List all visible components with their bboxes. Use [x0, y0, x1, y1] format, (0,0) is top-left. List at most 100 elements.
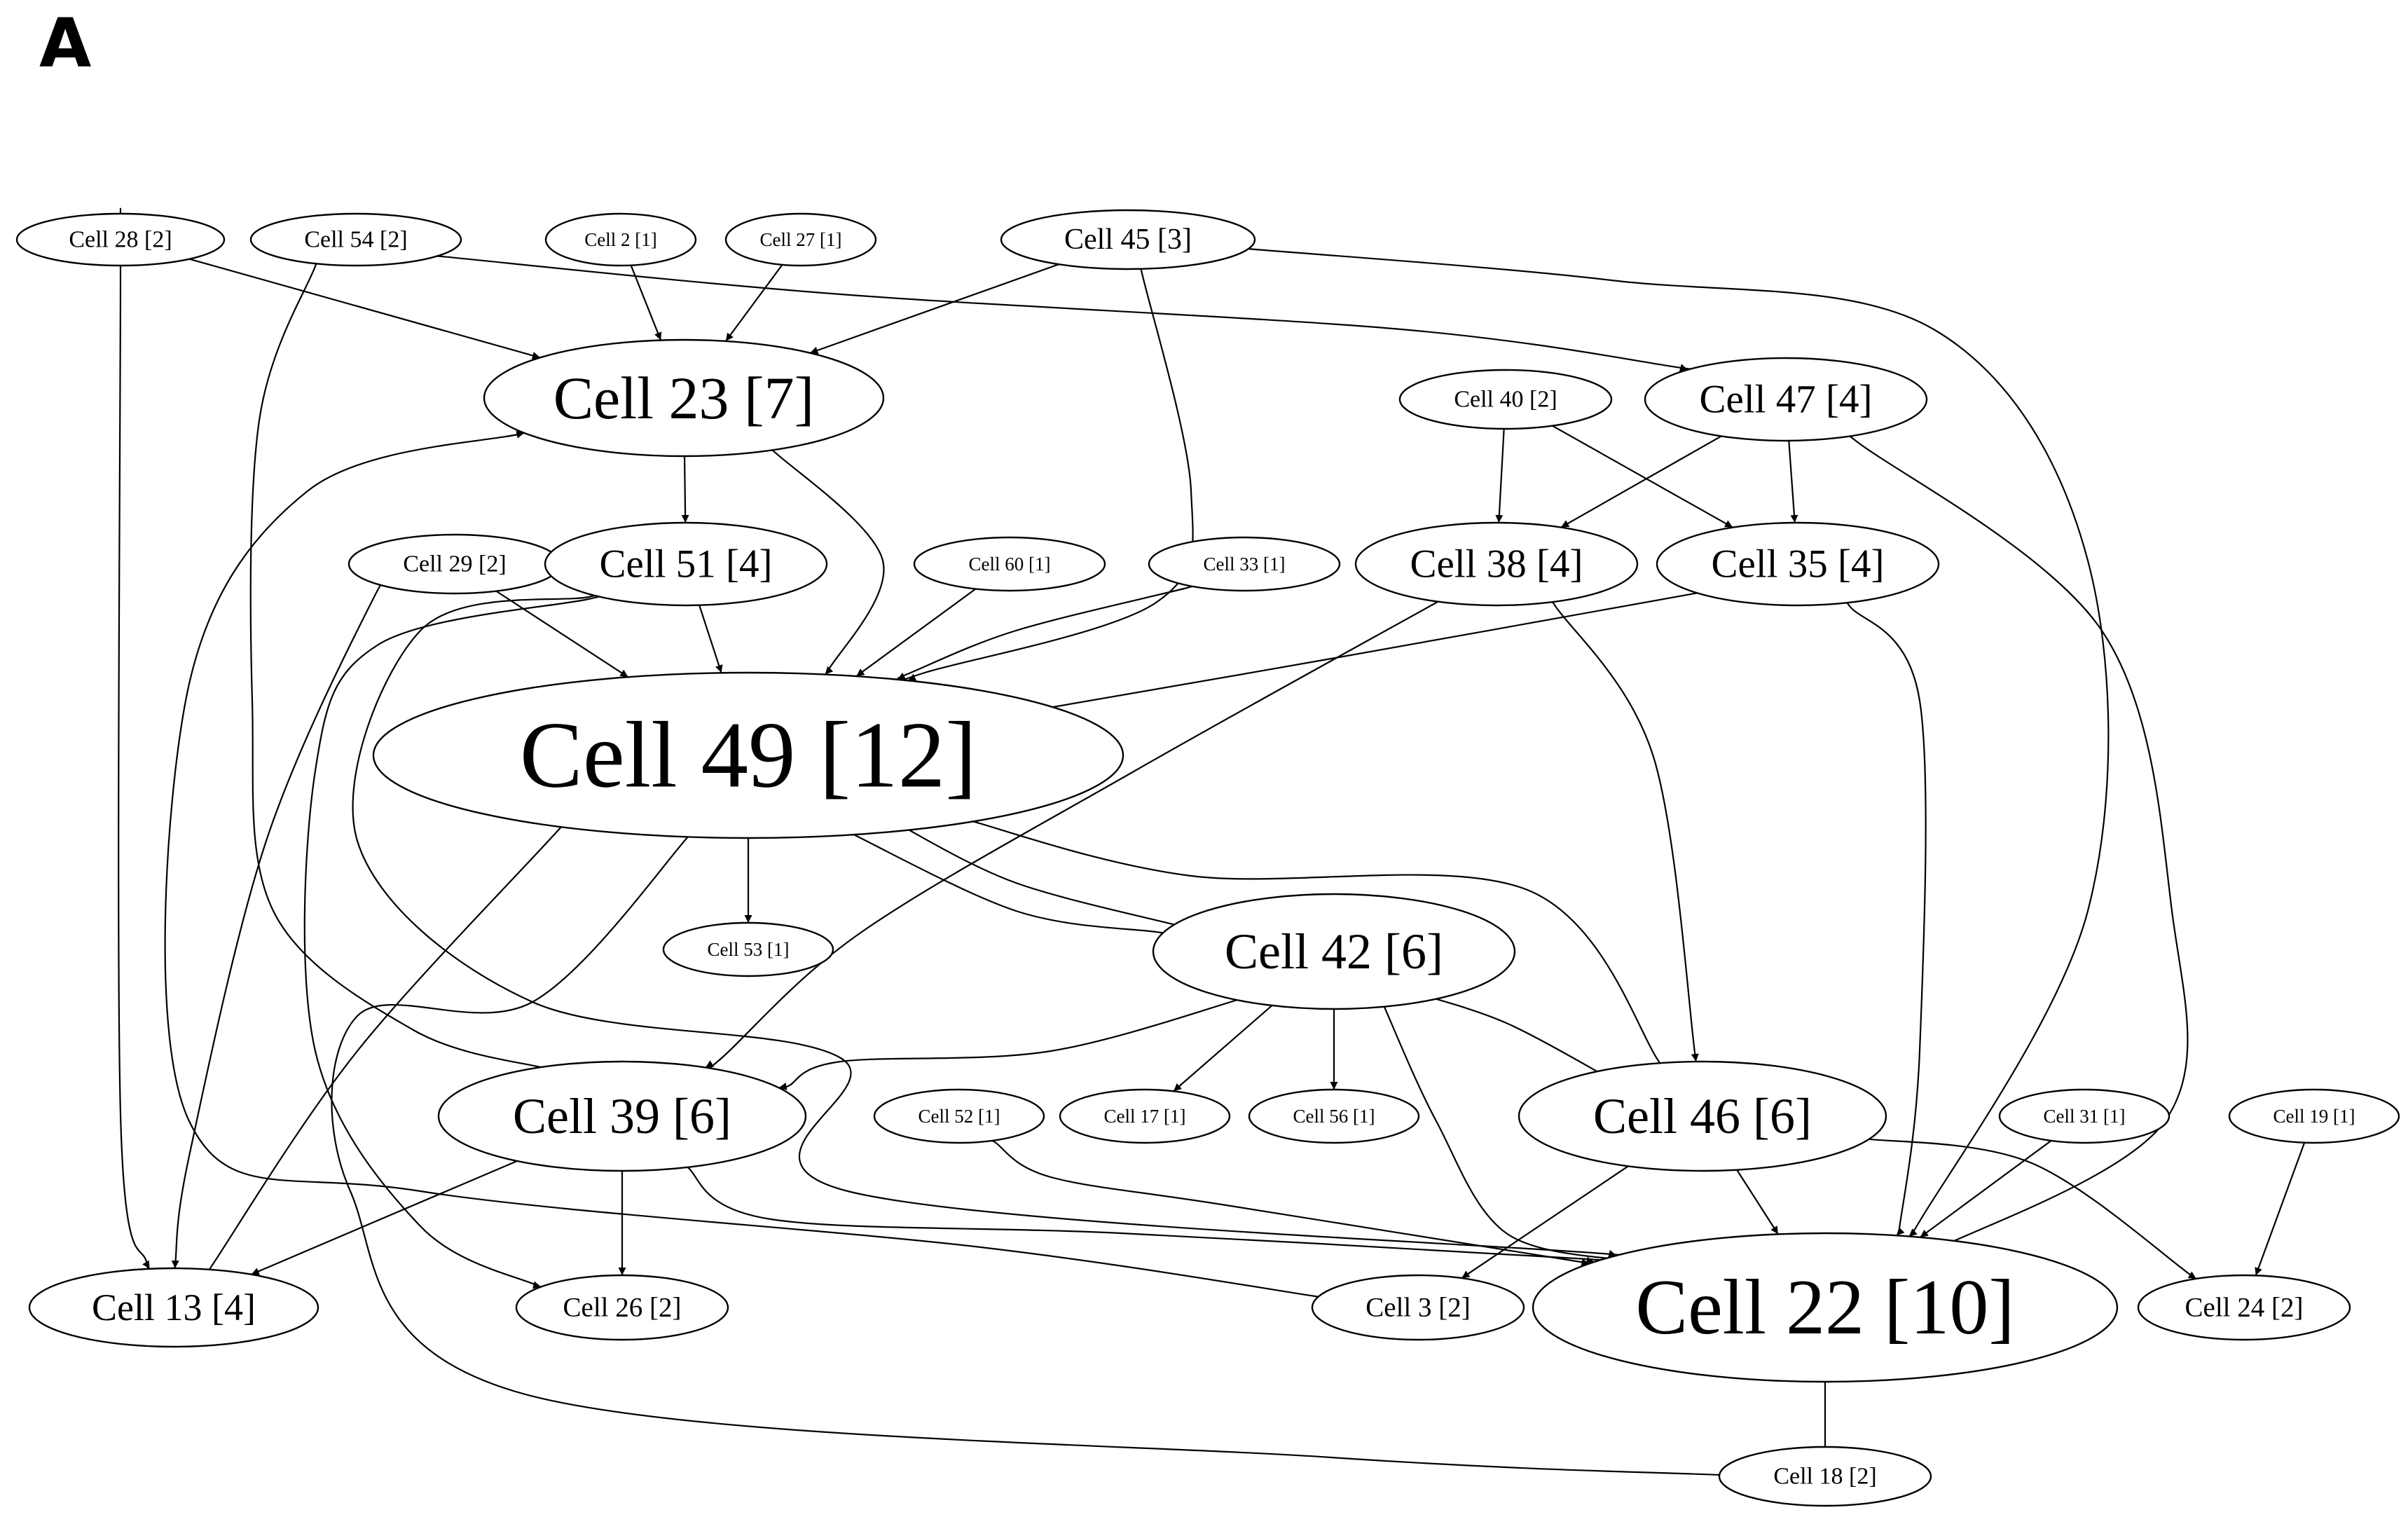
edge-line	[890, 819, 1195, 931]
node-cell-60: Cell 60 [1]	[913, 536, 1106, 592]
node-ellipse	[662, 921, 834, 977]
node-cell-3: Cell 3 [2]	[1311, 1274, 1525, 1341]
edges-layer	[118, 207, 2306, 1477]
node-ellipse	[249, 212, 462, 267]
node-label: Cell 45 [3]	[1064, 224, 1192, 256]
node-ellipse	[1148, 536, 1341, 592]
edge-cell-28-to-cell-13	[118, 207, 151, 1278]
edge-cell-19-to-cell-24	[2255, 1142, 2306, 1276]
edge-line	[118, 207, 151, 1278]
node-cell-33: Cell 33 [1]	[1148, 536, 1341, 592]
edge-line	[1220, 245, 2110, 1259]
node-ellipse	[1656, 521, 1940, 607]
edge-cell-35-to-cell-49	[1019, 586, 1730, 714]
node-cell-52: Cell 52 [1]	[873, 1088, 1045, 1144]
edge-cell-51-to-cell-26	[303, 593, 608, 1292]
node-cell-17: Cell 17 [1]	[1059, 1088, 1231, 1144]
edge-cell-47-to-cell-22	[1835, 425, 2189, 1259]
node-label: Cell 22 [10]	[1635, 1264, 2014, 1351]
node-label: Cell 28 [2]	[69, 227, 172, 253]
node-label: Cell 47 [4]	[1700, 378, 1873, 422]
node-label: Cell 53 [1]	[708, 939, 790, 960]
node-ellipse	[515, 1274, 729, 1341]
node-ellipse	[15, 212, 226, 267]
node-ellipse	[1311, 1274, 1525, 1341]
node-label: Cell 23 [7]	[553, 364, 815, 432]
edge-line	[1788, 440, 1798, 523]
node-ellipse	[28, 1267, 319, 1348]
edge-cell-45-to-cell-23	[809, 263, 1059, 355]
node-label: Cell 35 [4]	[1712, 542, 1885, 586]
node-label: Cell 56 [1]	[1293, 1106, 1375, 1127]
edge-line	[1545, 593, 1700, 1083]
node-label: Cell 52 [1]	[919, 1106, 1000, 1127]
node-cell-29: Cell 29 [2]	[348, 533, 562, 595]
edge-line	[989, 1138, 1608, 1268]
node-cell-26: Cell 26 [2]	[515, 1274, 729, 1341]
edge-cell-3-to-cell-23	[164, 426, 1349, 1303]
node-cell-45: Cell 45 [3]	[1000, 209, 1256, 270]
node-ellipse	[1518, 1060, 1887, 1172]
node-label: Cell 3 [2]	[1365, 1293, 1470, 1323]
node-ellipse	[1152, 893, 1516, 1010]
edge-line	[896, 584, 1199, 680]
node-cell-19: Cell 19 [1]	[2228, 1088, 2400, 1144]
edge-cell-31-to-cell-22	[1920, 1140, 2052, 1238]
edge-cell-28-to-cell-23	[189, 258, 541, 359]
node-label: Cell 13 [4]	[92, 1286, 256, 1329]
edge-cell-38-to-cell-46	[1545, 593, 1700, 1083]
edge-cell-33-to-cell-49	[896, 584, 1199, 680]
edge-cell-46-to-cell-22	[1736, 1169, 1779, 1235]
edge-line	[164, 426, 1349, 1303]
node-label: Cell 60 [1]	[969, 554, 1051, 575]
edge-line	[404, 252, 1705, 373]
nodes-layer: Cell 28 [2]Cell 54 [2]Cell 2 [1]Cell 27 …	[15, 209, 2400, 1507]
edge-line	[251, 1160, 518, 1275]
edge-line	[1736, 1169, 1779, 1235]
edge-cell-54-to-cell-39	[249, 253, 556, 1074]
node-label: Cell 42 [6]	[1225, 924, 1443, 980]
edge-line	[1560, 435, 1722, 528]
edge-cell-51-to-cell-22	[352, 593, 1670, 1261]
node-cell-13: Cell 13 [4]	[28, 1267, 319, 1348]
edge-line	[1173, 1005, 1273, 1092]
edge-cell-40-to-cell-38	[1495, 428, 1505, 523]
edge-line	[303, 593, 608, 1292]
node-label: Cell 18 [2]	[1773, 1464, 1876, 1490]
edge-line	[2255, 1142, 2306, 1276]
node-label: Cell 38 [4]	[1410, 542, 1583, 586]
edge-line	[703, 589, 1460, 1072]
edge-cell-18-to-cell-49	[331, 818, 1749, 1477]
node-label: Cell 54 [2]	[304, 227, 407, 253]
node-ellipse	[1059, 1088, 1231, 1144]
node-ellipse	[1644, 357, 1928, 442]
node-ellipse	[1718, 1446, 1932, 1507]
edge-cell-23-to-cell-51	[681, 455, 689, 523]
node-label: Cell 29 [2]	[403, 551, 506, 577]
edge-line	[829, 823, 1170, 935]
edge-line	[189, 258, 541, 359]
edge-cell-52-to-cell-22	[989, 1138, 1608, 1268]
edge-cell-60-to-cell-49	[855, 588, 977, 677]
node-cell-24: Cell 24 [2]	[2137, 1274, 2351, 1341]
edge-cell-42-to-cell-46	[1417, 993, 1611, 1080]
edge-cell-38-to-cell-39	[703, 589, 1460, 1072]
edge-line	[855, 588, 977, 677]
edge-cell-47-to-cell-35	[1788, 440, 1798, 523]
edge-line	[1461, 1165, 1629, 1279]
node-cell-42: Cell 42 [6]	[1152, 893, 1516, 1010]
edge-cell-47-to-cell-38	[1560, 435, 1722, 528]
edge-cell-29-to-cell-49	[495, 590, 629, 678]
edge-line	[1842, 597, 1927, 1249]
node-cell-46: Cell 46 [6]	[1518, 1060, 1887, 1172]
edge-line	[495, 590, 629, 678]
node-ellipse	[1354, 521, 1639, 607]
panel-label: A	[39, 4, 92, 83]
edge-cell-27-to-cell-23	[725, 264, 783, 342]
node-ellipse	[2228, 1088, 2400, 1144]
node-cell-35: Cell 35 [4]	[1656, 521, 1940, 607]
node-cell-49: Cell 49 [12]	[372, 671, 1124, 839]
node-cell-28: Cell 28 [2]	[15, 212, 226, 267]
node-label: Cell 49 [12]	[520, 703, 977, 808]
